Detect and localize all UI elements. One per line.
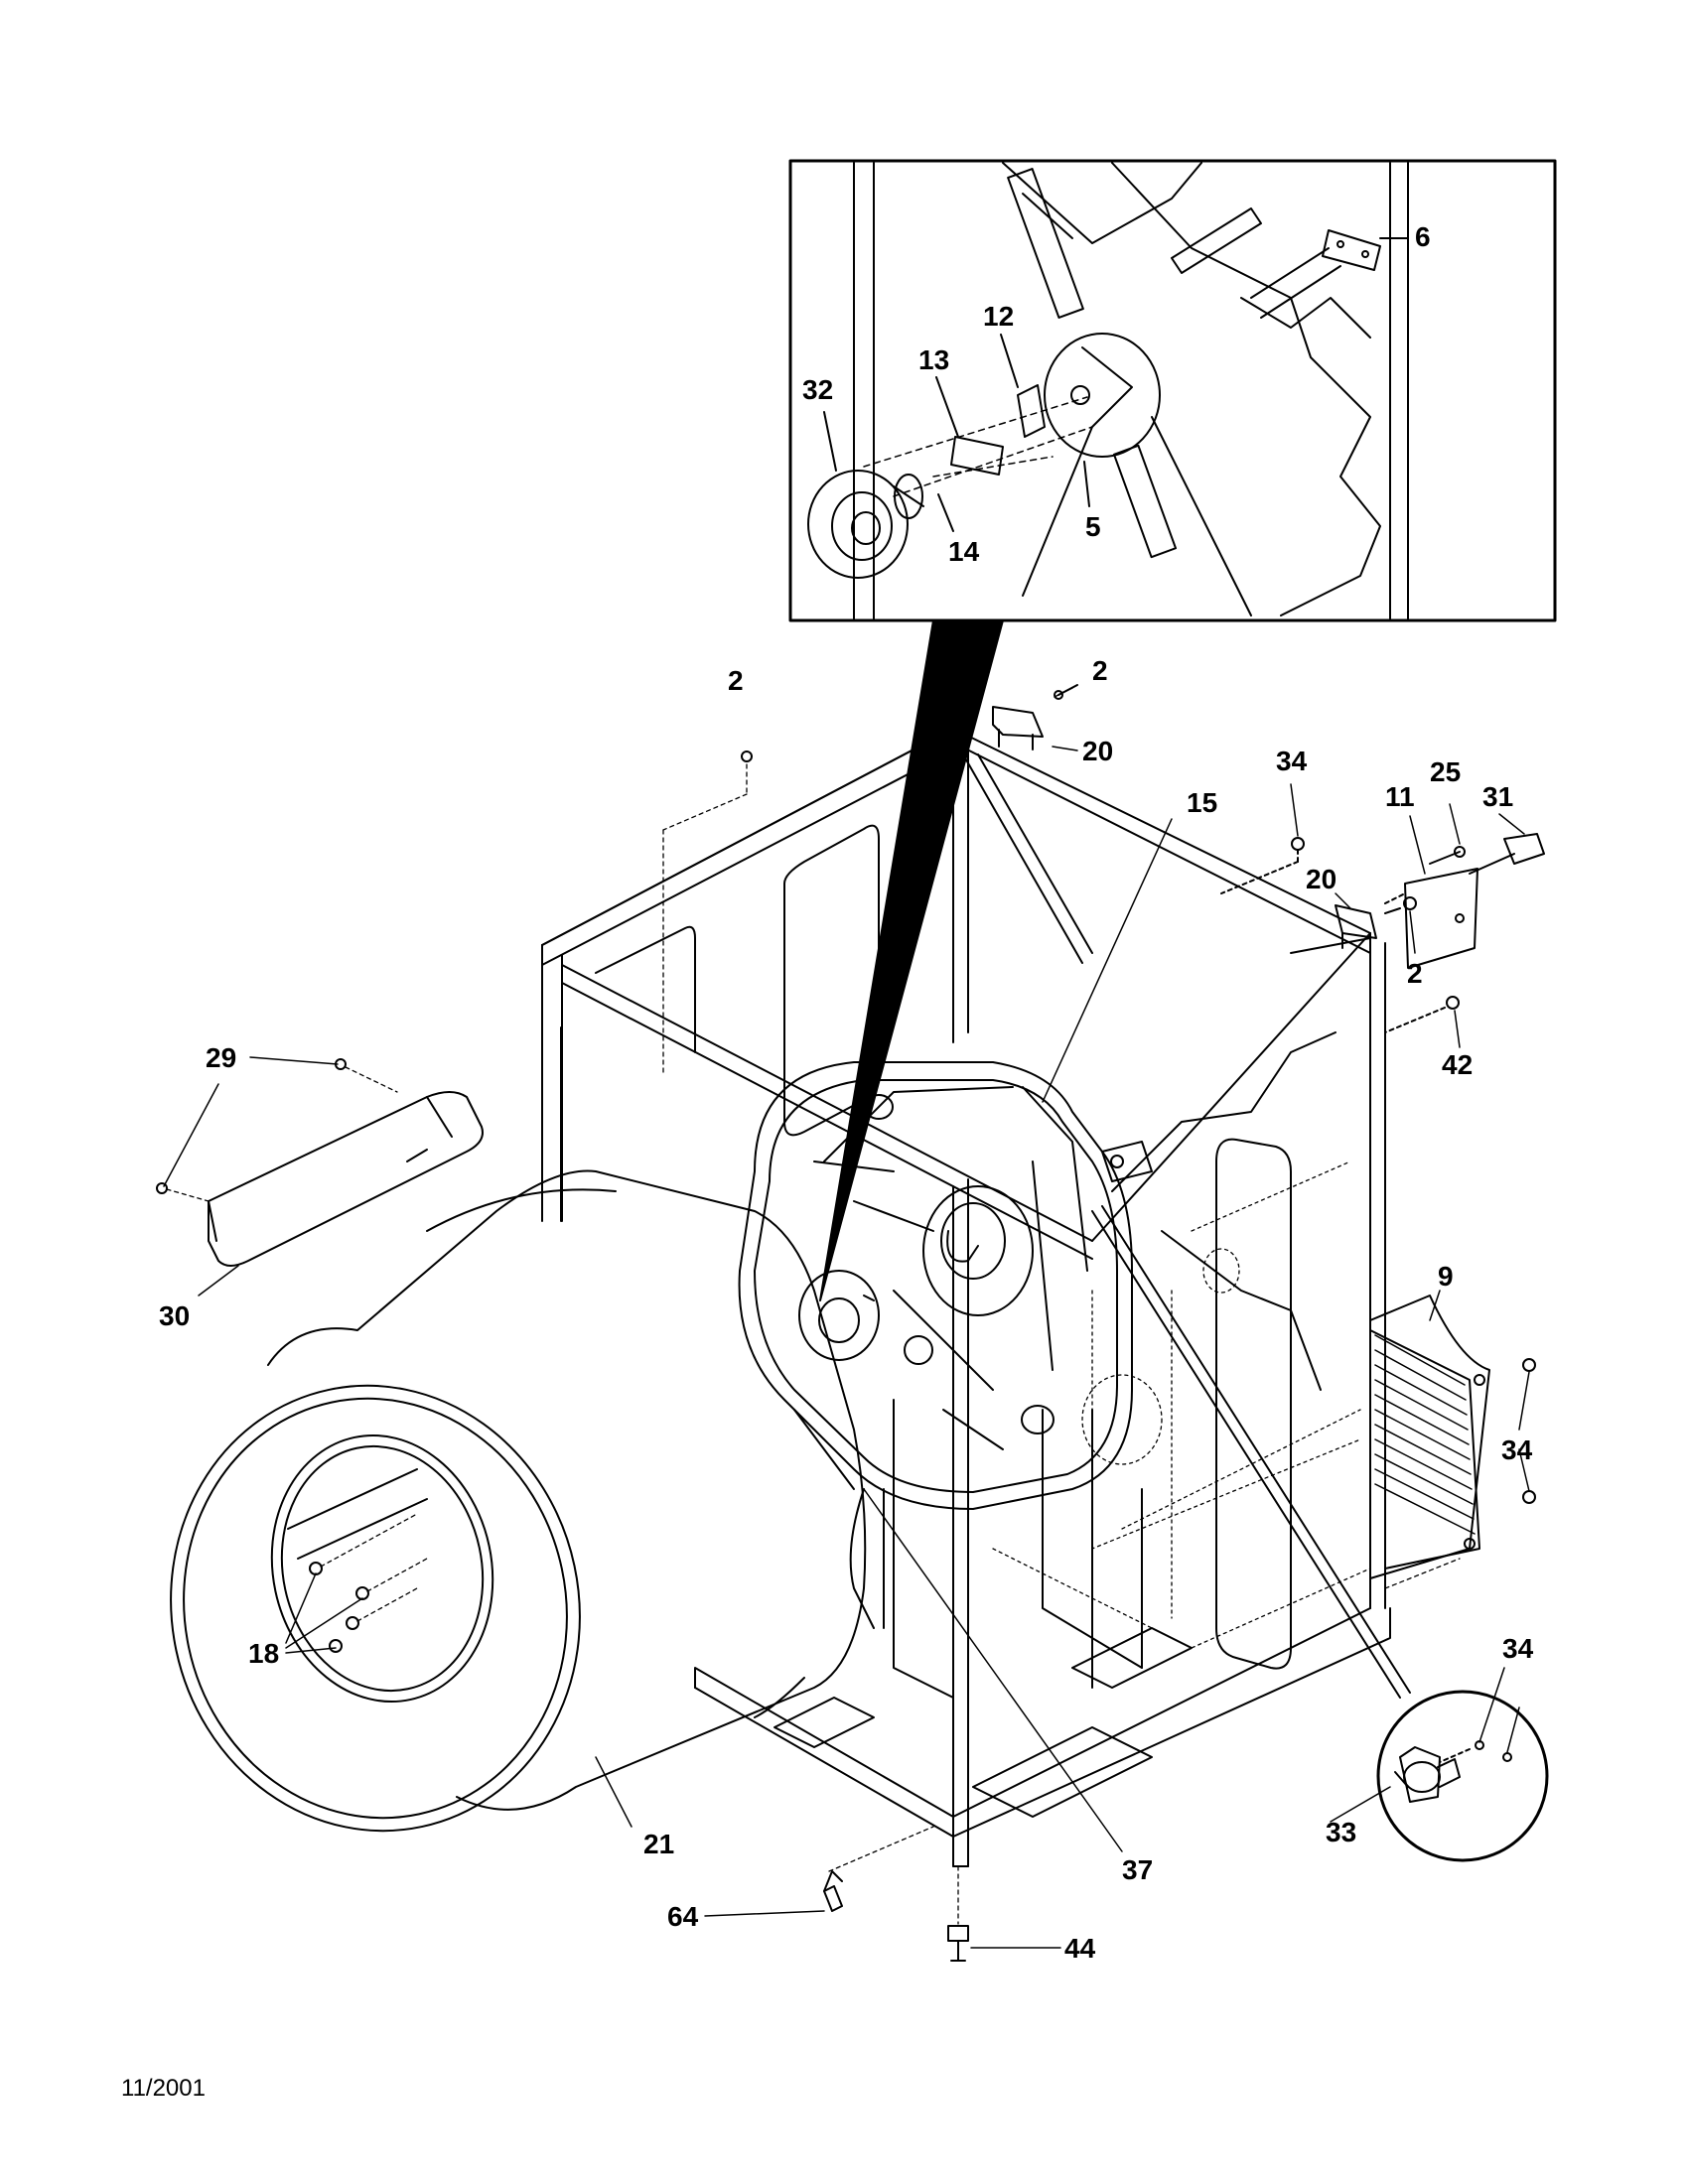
screw-2-top-icon xyxy=(741,751,753,762)
duct-30 xyxy=(208,1091,484,1267)
screw-29b-icon xyxy=(156,1182,168,1194)
screw-34-top-icon xyxy=(1291,837,1305,851)
callout-13: 13 xyxy=(918,344,949,375)
callout-20-right: 20 xyxy=(1306,864,1336,894)
screw-icon xyxy=(346,1616,359,1630)
callout-42: 42 xyxy=(1442,1049,1473,1080)
rear-bulkhead xyxy=(738,1031,1336,1629)
inset-frame xyxy=(788,159,1557,622)
callout-14: 14 xyxy=(948,536,980,567)
thermostat-33 xyxy=(1394,1746,1461,1803)
screw-icon xyxy=(309,1562,323,1575)
screws-18 xyxy=(309,1513,428,1653)
inset-pointer-wedge xyxy=(819,619,1004,1301)
screw-2-right-icon xyxy=(1403,896,1417,910)
plate-11-icon xyxy=(1404,868,1478,969)
callout-2-top-left: 2 xyxy=(728,665,744,696)
drum-opening xyxy=(270,1433,494,1704)
callout-15: 15 xyxy=(1187,787,1217,818)
callout-21: 21 xyxy=(643,1829,674,1859)
callout-6: 6 xyxy=(1415,221,1431,252)
screw-icon xyxy=(355,1586,369,1600)
callout-34-bottom: 34 xyxy=(1502,1633,1534,1664)
screw-42-icon xyxy=(1446,996,1460,1010)
callout-11: 11 xyxy=(1385,781,1415,812)
revision-date: 11/2001 xyxy=(121,2075,206,2102)
callout-37: 37 xyxy=(1122,1854,1153,1885)
callout-20-top: 20 xyxy=(1082,736,1113,766)
bracket-20-right-icon xyxy=(1335,904,1377,939)
callout-34-top: 34 xyxy=(1276,746,1308,776)
bracket-6-icon xyxy=(1322,229,1381,271)
callout-12: 12 xyxy=(983,301,1014,332)
callout-2-right: 2 xyxy=(1407,958,1423,989)
inset-detail xyxy=(788,159,1557,622)
callout-29: 29 xyxy=(206,1042,236,1073)
screw-25-icon xyxy=(1454,846,1466,858)
spider-hub xyxy=(1044,333,1161,458)
bracket-20-top-icon xyxy=(992,706,1044,738)
vent-panel-9 xyxy=(1369,1295,1490,1579)
tag-64-icon xyxy=(823,1885,843,1912)
drum xyxy=(170,1169,867,1833)
callout-9: 9 xyxy=(1438,1261,1454,1292)
bearing-32-icon xyxy=(807,470,909,579)
bearing-bracket-icon xyxy=(1017,384,1046,438)
callout-2-top: 2 xyxy=(1092,655,1108,686)
cabinet-frame xyxy=(541,728,1391,1867)
bulkhead-hub xyxy=(922,1185,1034,1316)
screw-34-right-top-icon xyxy=(1522,1358,1536,1372)
screw-34-right-bottom-icon xyxy=(1522,1490,1536,1504)
callout-25: 25 xyxy=(1430,756,1461,787)
callout-44: 44 xyxy=(1064,1933,1096,1964)
callout-30: 30 xyxy=(159,1300,190,1331)
hidden-lines xyxy=(992,1160,1371,1649)
callout-32: 32 xyxy=(802,374,833,405)
clip-13-icon xyxy=(950,436,1004,476)
callout-64: 64 xyxy=(667,1901,699,1932)
callout-18: 18 xyxy=(248,1638,279,1669)
callout-33: 33 xyxy=(1326,1817,1356,1847)
callout-31: 31 xyxy=(1482,781,1513,812)
callout-34-right: 34 xyxy=(1501,1434,1533,1465)
callout-labels: 2 2 20 34 15 25 11 31 20 2 42 29 30 9 34… xyxy=(159,221,1534,1964)
foot-44-icon xyxy=(947,1925,969,1962)
callout-5: 5 xyxy=(1085,511,1101,542)
leader-lines xyxy=(163,687,1530,1949)
thermostat-detail-circle xyxy=(1376,1690,1549,1862)
drum-front-rim xyxy=(170,1384,581,1833)
knob-31-icon xyxy=(1503,833,1545,865)
screw-icon xyxy=(329,1639,343,1653)
